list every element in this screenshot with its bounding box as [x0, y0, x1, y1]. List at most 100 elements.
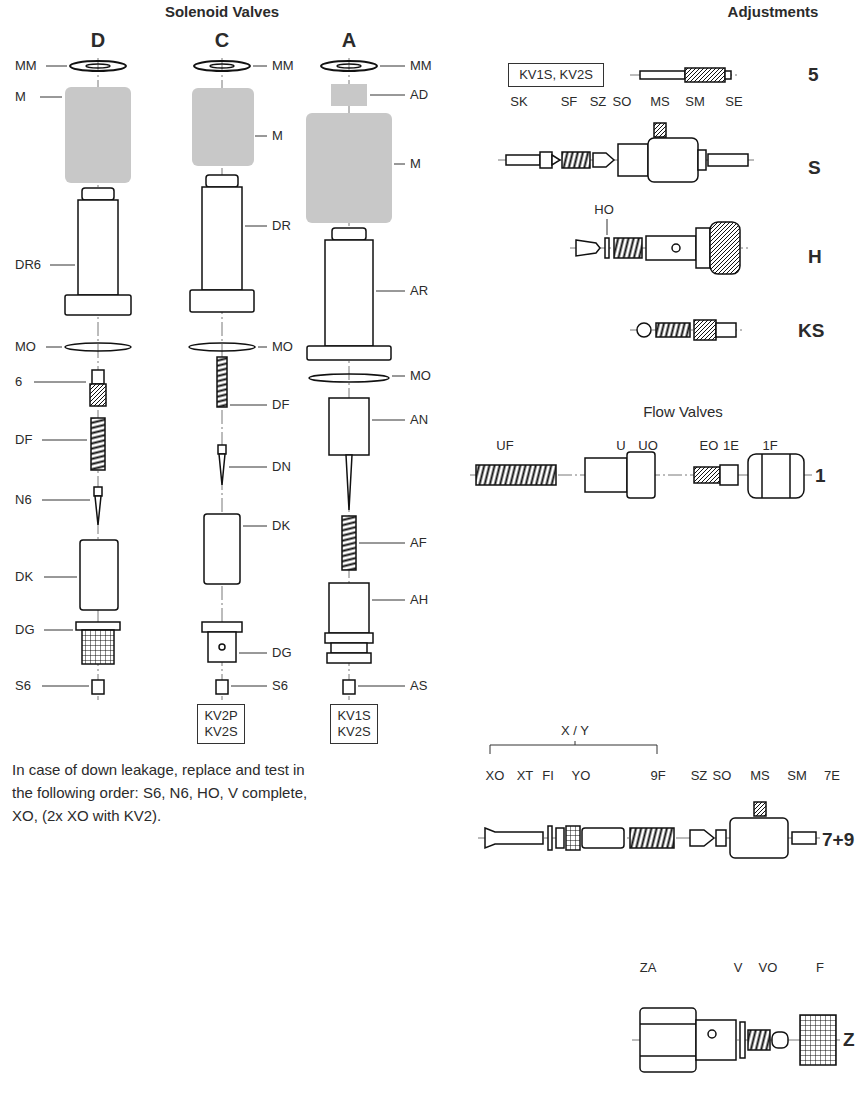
section-heading: Adjustments	[728, 3, 819, 21]
flow-valve-parts-shape	[696, 1020, 736, 1060]
solenoid-valve-d-shape	[92, 370, 104, 384]
solenoid-valve-c-shape	[202, 622, 242, 632]
part-label: HO	[594, 202, 614, 218]
solenoid-valve-a-shape	[343, 680, 355, 694]
leader-lines-shape	[50, 265, 75, 266]
solenoid-valve-d-shape	[76, 622, 120, 630]
part-label: DK	[15, 569, 33, 585]
solenoid-valve-d-shape	[92, 680, 104, 694]
solenoid-valve-d-shape	[82, 188, 114, 200]
adjustment-parts-shape	[710, 222, 740, 274]
solenoid-valve-a-shape	[342, 516, 356, 570]
solenoid-valve-a-shape	[325, 633, 373, 643]
flow-valve-parts-shape	[485, 828, 543, 848]
part-label: XT	[517, 768, 534, 784]
solenoid-valve-c-shape	[189, 343, 255, 351]
solenoid-valve-d	[65, 61, 131, 694]
part-label: AH	[410, 592, 428, 608]
part-label: SO	[613, 94, 632, 110]
flow-valve-parts-shape	[476, 465, 556, 485]
center-lines	[98, 58, 840, 1040]
leader-lines-shape	[245, 226, 267, 227]
part-label: YO	[572, 768, 591, 784]
part-label: U	[616, 438, 625, 454]
leader-lines-shape	[34, 382, 86, 383]
solenoid-valve-c-shape	[192, 88, 254, 166]
flow-valve-parts-shape	[556, 828, 564, 848]
solenoid-valve-d-shape	[91, 418, 105, 470]
part-label: AD	[410, 87, 428, 103]
flow-valve-parts-shape	[748, 1030, 770, 1050]
part-label: SF	[561, 94, 578, 110]
flow-valve-parts-shape	[640, 1055, 696, 1057]
flow-valve-parts-shape	[690, 830, 714, 846]
leader-lines-shape	[239, 653, 267, 654]
adjustment-parts-shape	[656, 323, 690, 337]
flow-valve-parts-shape	[548, 826, 552, 850]
adjustment-parts-shape	[672, 244, 680, 252]
leader-lines-shape	[376, 291, 405, 292]
solenoid-valve-d-shape	[65, 295, 131, 315]
model-box: KV1S KV2S	[330, 704, 378, 744]
flow-valve-parts-shape	[708, 1030, 716, 1038]
leader-lines-shape	[607, 219, 608, 235]
adjustment-parts-shape	[708, 154, 748, 166]
adjustment-parts	[506, 68, 748, 340]
solenoid-valve-c-shape	[204, 514, 240, 584]
solenoid-valve-a-shape	[307, 346, 391, 360]
part-label: MS	[650, 94, 670, 110]
part-label: MS	[750, 768, 770, 784]
leader-lines-shape	[44, 630, 73, 631]
leader-lines-shape	[46, 66, 67, 67]
adjustment-parts-shape	[648, 138, 698, 182]
leader-lines-shape	[229, 467, 267, 468]
adjustment-parts-shape	[605, 238, 609, 258]
leader-lines-shape	[253, 66, 267, 67]
adjustment-parts-shape	[716, 323, 736, 337]
part-label: DN	[272, 459, 291, 475]
leader-lines-shape	[370, 95, 405, 96]
solenoid-valve-c-shape	[208, 632, 236, 662]
part-label: M	[272, 128, 283, 144]
part-label: SZ	[691, 768, 708, 784]
part-label: VO	[759, 960, 778, 976]
leader-lines-shape	[358, 686, 405, 687]
solenoid-valve-a-shape	[327, 653, 371, 663]
part-label: AF	[410, 535, 427, 551]
callout-number: 5	[808, 64, 819, 86]
solenoid-valve-c	[189, 61, 255, 694]
part-label: XO	[486, 768, 505, 784]
part-label: SZ	[590, 94, 607, 110]
solenoid-valve-d-shape	[90, 384, 106, 406]
solenoid-valve-c-shape	[218, 445, 226, 454]
solenoid-valve-c-shape	[210, 64, 234, 68]
flow-valve-parts-shape	[772, 1032, 788, 1048]
part-label: S6	[15, 678, 31, 694]
leader-lines-shape	[394, 164, 405, 165]
leader-lines-shape	[42, 686, 89, 687]
solenoid-valve-c-shape	[206, 175, 238, 187]
solenoid-valve-d-shape	[65, 343, 131, 351]
adjustment-parts-shape	[685, 68, 725, 82]
part-label: DF	[272, 397, 289, 413]
solenoid-valve-c-shape	[219, 644, 225, 650]
part-label: DK	[272, 518, 290, 534]
column-letter: C	[215, 28, 229, 52]
part-label: 1E	[723, 438, 739, 454]
leader-lines-shape	[372, 600, 405, 601]
model-box: KV2P KV2S	[197, 704, 245, 744]
model-text: KV1S KV2S	[335, 708, 373, 740]
solenoid-valve-a-shape	[306, 113, 392, 223]
adjustment-parts-shape	[576, 240, 600, 256]
section-heading: Solenoid Valves	[165, 3, 279, 21]
part-label: FI	[542, 768, 554, 784]
leader-lines	[34, 66, 657, 754]
adjustment-parts-shape	[696, 228, 710, 268]
callout-number: 7+9	[822, 829, 854, 851]
part-label: DG	[15, 622, 35, 638]
part-label: MM	[410, 58, 432, 74]
solenoid-valve-a-shape	[331, 84, 367, 106]
flow-valve-parts-shape	[800, 1015, 836, 1065]
part-label: MO	[15, 339, 36, 355]
